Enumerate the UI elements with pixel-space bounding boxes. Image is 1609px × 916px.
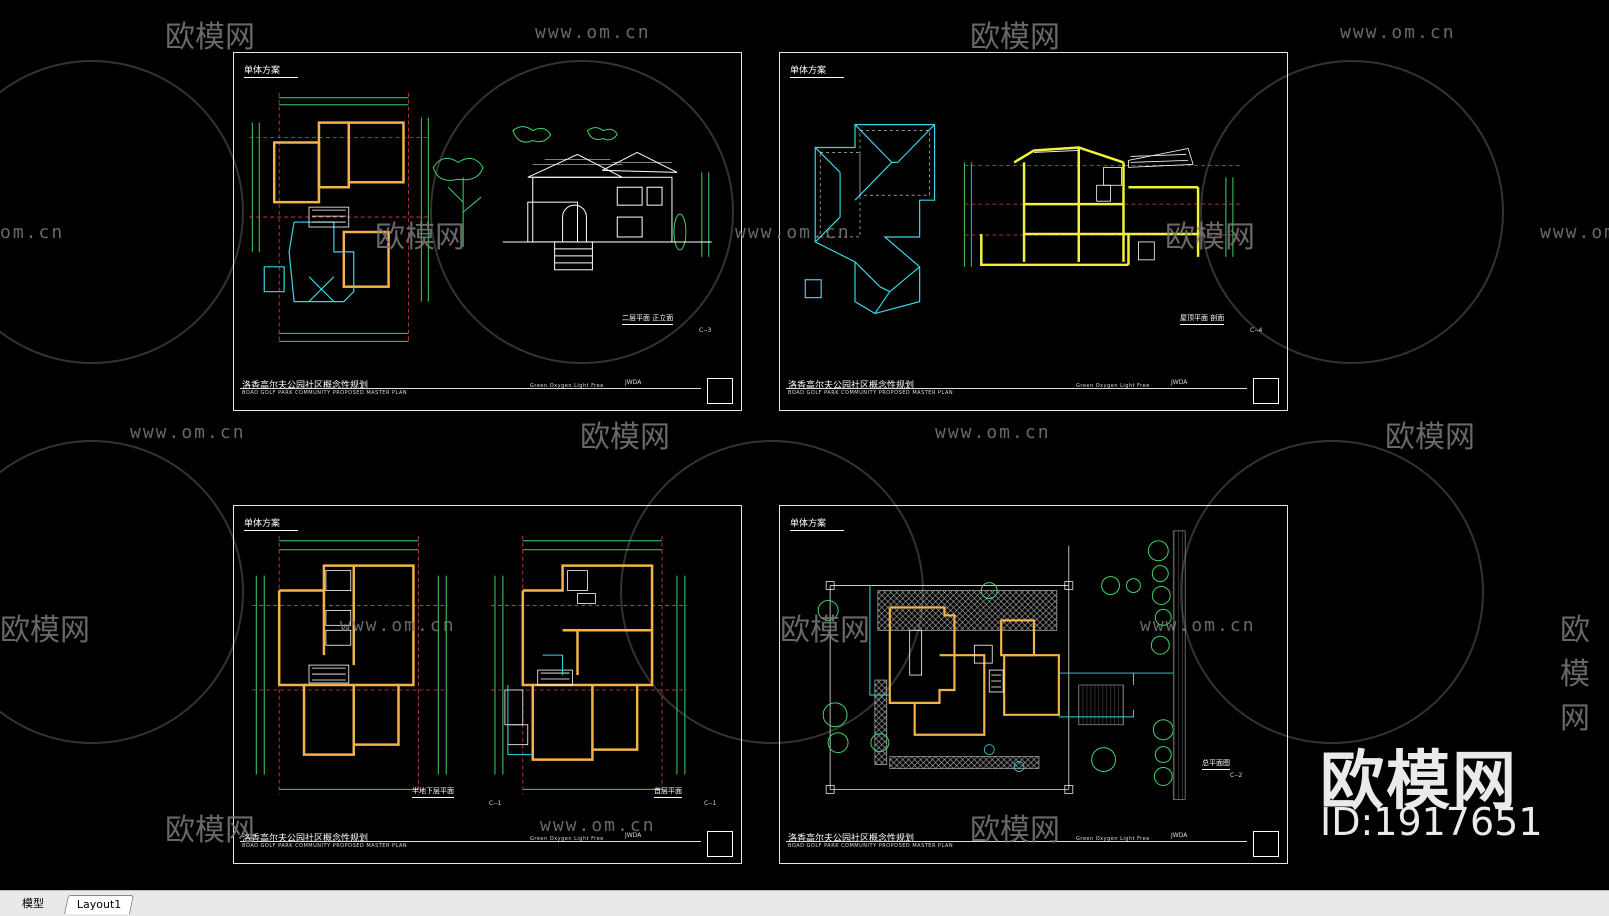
sheet-1-drawing: [249, 92, 712, 342]
watermark-logo: 欧模网: [1560, 613, 1590, 736]
watermark-logo: 欧模网: [375, 220, 465, 255]
tagline: Green Oxygen Light Free: [1076, 836, 1150, 842]
tagline: Green Oxygen Light Free: [1076, 383, 1150, 389]
watermark-url: www.om.cn: [1540, 222, 1609, 243]
sheet-number: C--3: [699, 327, 712, 334]
tagline: Green Oxygen Light Free: [530, 836, 604, 842]
sheet-number: C--1: [704, 800, 717, 807]
firm-logo-icon: [1253, 831, 1279, 857]
drawing-sheet-1[interactable]: 单体方案 二层平面 正立面 C--3 洛香高尔夫公园社区概念性规划 BOAD G…: [233, 52, 742, 411]
watermark-id: ID:1917651: [1320, 800, 1543, 844]
watermark-logo: 欧模网: [165, 20, 255, 55]
drawing-caption: 屋顶平面 剖面: [1180, 313, 1225, 325]
title-divider: [786, 841, 1247, 842]
watermark-url: www.om.cn: [735, 222, 851, 243]
title-en: BOAD GOLF PARK COMMUNITY PROPOSED MASTER…: [242, 390, 408, 396]
tab-layout1[interactable]: Layout1: [63, 895, 135, 914]
watermark-logo: 欧模网: [780, 613, 870, 648]
watermark-url: www.om.cn: [935, 422, 1051, 443]
title-block: 洛香高尔夫公园社区概念性规划 BOAD GOLF PARK COMMUNITY …: [240, 378, 735, 404]
watermark-logo: 欧模网: [1385, 420, 1475, 455]
sheet-number: C--1: [489, 800, 502, 807]
drawing-caption: 总平面图: [1202, 758, 1230, 770]
sheet-number: C--4: [1250, 327, 1263, 334]
watermark-url: www.om.cn: [130, 422, 246, 443]
sheet-label: 单体方案: [790, 63, 845, 78]
watermark-url: www.om.cn: [535, 22, 651, 43]
drawing-caption-right: 首层平面: [654, 786, 682, 798]
drawing-sheet-3[interactable]: 单体方案 半地下层平面 C--1 首层平面 C--1 洛香高尔夫公园社区概念性规…: [233, 505, 742, 864]
sheet-label: 单体方案: [244, 516, 299, 531]
watermark-logo: 欧模网: [0, 613, 90, 648]
firm-logo-icon: [707, 378, 733, 404]
watermark-url: www.om.cn: [1140, 615, 1256, 636]
title-divider: [786, 388, 1247, 389]
watermark-circle: [0, 60, 244, 364]
drawing-caption-left: 半地下层平面: [412, 786, 454, 798]
tab-model[interactable]: 模型: [22, 897, 44, 910]
firm-code: JWDA: [1171, 832, 1188, 839]
watermark-brand-large: 欧模网: [1320, 745, 1518, 819]
drawing-canvas[interactable]: 单体方案 二层平面 正立面 C--3 洛香高尔夫公园社区概念性规划 BOAD G…: [0, 0, 1609, 890]
title-block: 洛香高尔夫公园社区概念性规划 BOAD GOLF PARK COMMUNITY …: [786, 831, 1281, 857]
sheet-label: 单体方案: [244, 63, 299, 78]
title-block: 洛香高尔夫公园社区概念性规划 BOAD GOLF PARK COMMUNITY …: [786, 378, 1281, 404]
title-divider: [240, 388, 701, 389]
watermark-logo: 欧模网: [970, 20, 1060, 55]
sheet-3-drawing: [252, 535, 687, 795]
firm-logo-icon: [707, 831, 733, 857]
watermark-logo: 欧模网: [165, 813, 255, 848]
watermark-url: www.om.cn: [1340, 22, 1456, 43]
watermark-url: www.om.cn: [340, 615, 456, 636]
watermark-circle: [1200, 60, 1504, 364]
title-divider: [240, 841, 701, 842]
title-en: BOAD GOLF PARK COMMUNITY PROPOSED MASTER…: [788, 390, 954, 396]
title-en: BOAD GOLF PARK COMMUNITY PROPOSED MASTER…: [242, 843, 408, 849]
tab-layout1-label: Layout1: [76, 898, 122, 911]
title-cn: 洛香高尔夫公园社区概念性规划: [788, 381, 915, 391]
tagline: Green Oxygen Light Free: [530, 383, 604, 389]
watermark-circle: [430, 60, 734, 364]
watermark-url: om.cn: [0, 222, 65, 243]
sheet-2-drawing: [804, 124, 1243, 315]
title-en: BOAD GOLF PARK COMMUNITY PROPOSED MASTER…: [788, 843, 954, 849]
title-cn: 洛香高尔夫公园社区概念性规划: [242, 834, 369, 844]
title-cn: 洛香高尔夫公园社区概念性规划: [242, 381, 369, 391]
sheet-number: C--2: [1230, 772, 1243, 779]
watermark-logo: 欧模网: [1165, 220, 1255, 255]
sheet-4-drawing: [817, 530, 1186, 800]
watermark-logo: 欧模网: [580, 420, 670, 455]
firm-code: JWDA: [1171, 379, 1188, 386]
sheet-label: 单体方案: [790, 516, 845, 531]
drawing-sheet-2[interactable]: 单体方案 屋顶平面 剖面 C--4 洛香高尔夫公园社区概念性规划 BOAD GO…: [779, 52, 1288, 411]
title-cn: 洛香高尔夫公园社区概念性规划: [788, 834, 915, 844]
firm-code: JWDA: [625, 832, 642, 839]
watermark-logo: 欧模网: [970, 813, 1060, 848]
watermark-circle: [0, 440, 244, 744]
drawing-caption: 二层平面 正立面: [622, 313, 674, 325]
watermark-url: www.om.cn: [540, 815, 656, 836]
title-block: 洛香高尔夫公园社区概念性规划 BOAD GOLF PARK COMMUNITY …: [240, 831, 735, 857]
firm-logo-icon: [1253, 378, 1279, 404]
layout-tab-bar: 模型 Layout1: [0, 890, 1609, 916]
firm-code: JWDA: [625, 379, 642, 386]
drawing-sheet-4[interactable]: 单体方案 总平面图 C--2 洛香高尔夫公园社区概念性规划 BOAD GOLF …: [779, 505, 1288, 864]
